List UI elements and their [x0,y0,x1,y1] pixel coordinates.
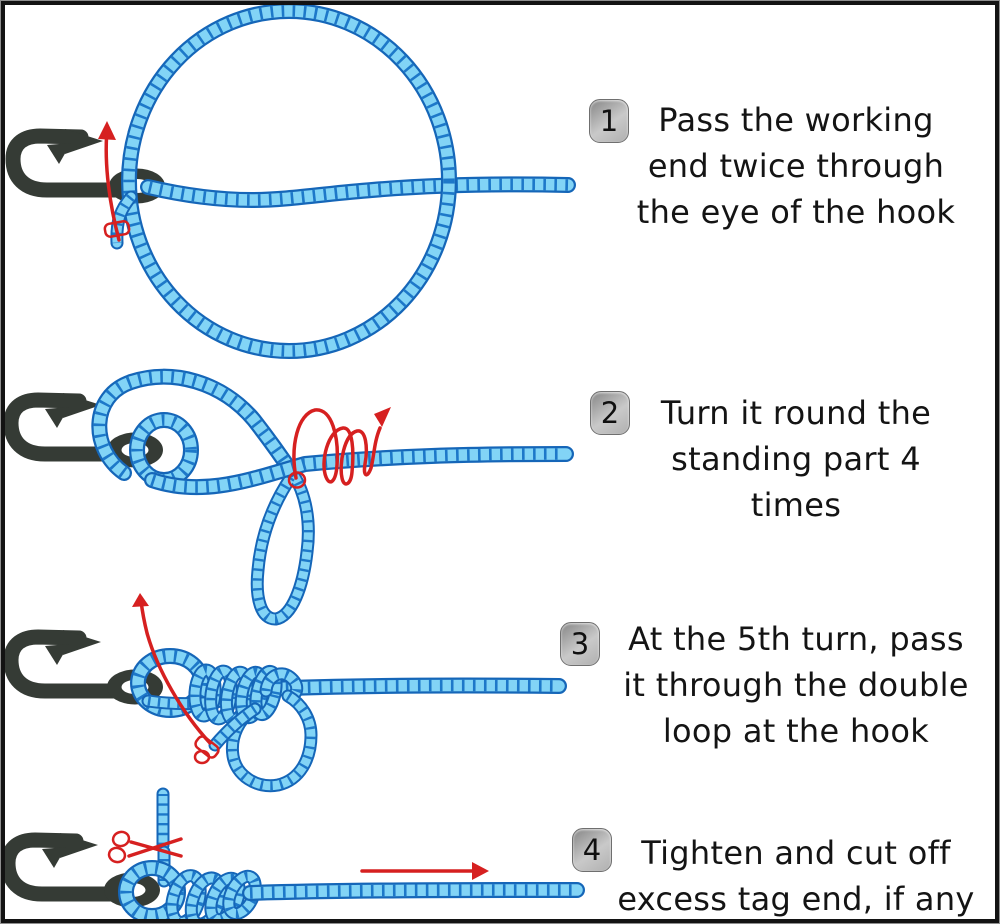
step-caption: At the 5th turn, pass it through the dou… [623,620,969,750]
figure-step-3 [11,593,559,786]
coil-arrow-icon [292,407,391,486]
step-number-badge: 3 [560,622,600,666]
step-number: 3 [570,627,590,661]
step-number: 2 [600,396,620,430]
tag-end-marker-icon [103,220,131,238]
step-caption: Tighten and cut off excess tag end, if a… [617,834,975,918]
step-number: 1 [599,104,619,138]
figure-step-2 [11,377,566,619]
step-caption: Pass the working end twice through the e… [636,101,956,231]
right-arrow-icon [360,862,489,880]
rope-standing-part [152,454,566,487]
rope-main-line [148,184,568,200]
scissors-icon [107,830,183,864]
up-arrow-icon [98,121,121,242]
step-number: 4 [582,833,602,867]
step-number-badge: 1 [589,99,629,143]
rope-standing-part [250,890,577,893]
figure-step-1 [13,11,568,351]
step-number-badge: 2 [590,391,630,435]
figure-step-4 [8,794,577,924]
crossing-marker-icon [287,471,307,489]
rope-pendant-loop [257,474,308,619]
step-caption: Turn it round the standing part 4 times [660,394,932,524]
rope-standing-part [264,685,559,689]
tag-end-marker-icon [193,735,220,765]
step-number-badge: 4 [572,828,612,872]
up-arrow-icon [132,593,212,745]
